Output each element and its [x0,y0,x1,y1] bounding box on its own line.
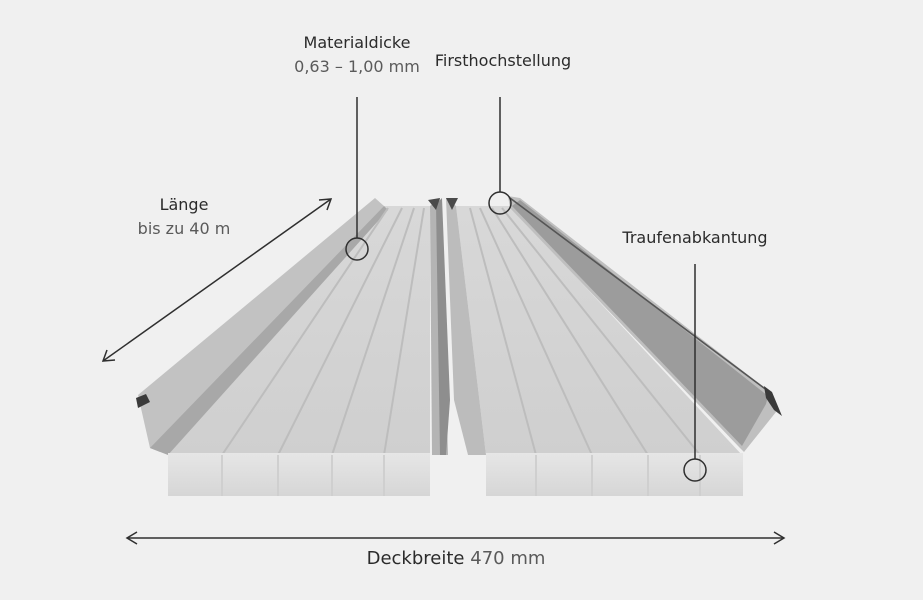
materialdicke-title: Materialdicke [303,33,411,52]
left-roof-panel [136,198,450,496]
width-arrow-head-left [125,531,138,545]
label-materialdicke: Materialdicke 0,63 – 1,00 mm [294,33,420,77]
marker-traufenabkantung [683,458,707,482]
left-panel-front-face [168,453,430,496]
right-panel-rib-1 [469,207,537,456]
label-firsthochstellung: Firsthochstellung [435,51,571,71]
right-panel-inner-seam [446,198,486,455]
firsthochstellung-title: Firsthochstellung [434,51,572,70]
marker-materialdicke [345,237,369,261]
right-panel-seam-edge [509,197,773,395]
annotations [101,97,786,545]
width-arrow-head-right [773,531,786,545]
left-panel-outer-seam [138,198,384,452]
laenge-title: Länge [159,195,209,214]
left-panel-rib-1 [221,207,389,456]
left-panel-rib-3 [331,207,415,456]
right-panel-rib-4 [501,207,701,456]
label-laenge: Länge bis zu 40 m [138,195,231,239]
deckbreite-value: 470 mm [470,548,546,565]
left-panel-outer-seam-shadow [150,206,388,455]
left-panel-top-fold [428,198,440,210]
length-arrow-head-bottom [101,349,116,362]
label-deckbreite-clip: Deckbreite 470 mm [0,545,923,565]
right-panel-rib-2 [479,207,593,456]
traufenabkantung-title: Traufenabkantung [622,228,768,247]
left-panel-hook-fold [136,394,150,408]
marker-firsthochstellung [488,191,512,215]
length-arrow-head-top [318,198,333,211]
right-roof-panel [446,196,782,496]
materialdicke-value: 0,63 – 1,00 mm [294,57,420,76]
right-panel-hook-fold [764,386,782,416]
left-panel-rib-2 [277,207,403,456]
right-panel-top-fold [446,198,458,210]
left-panel-face [168,206,430,455]
label-traufenabkantung: Traufenabkantung [622,228,767,248]
length-arrow-line [102,198,332,362]
left-panel-rib-4 [383,207,425,456]
deckbreite-title: Deckbreite [366,548,465,565]
left-panel-inner-seam-shadow [436,198,450,455]
right-panel-outer-seam-shadow [512,200,768,446]
right-panel-rib-3 [491,207,649,456]
label-deckbreite: Deckbreite 470 mm [367,548,546,565]
laenge-value: bis zu 40 m [137,219,231,238]
